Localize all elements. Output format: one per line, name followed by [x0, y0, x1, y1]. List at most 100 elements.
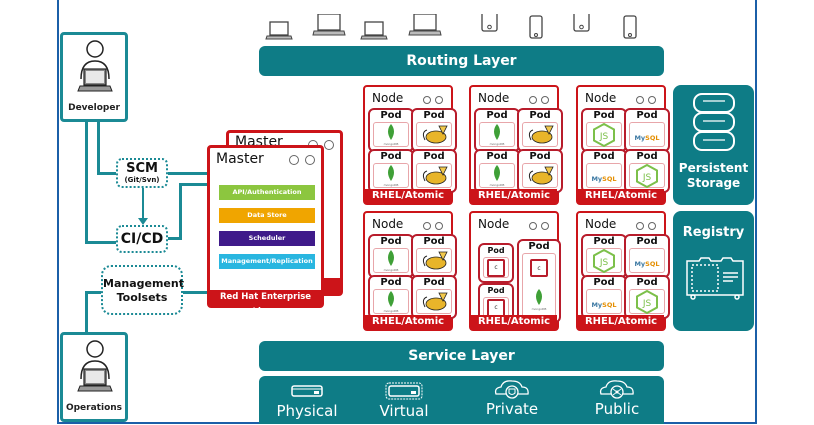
service-api-authentication: API/Authentication: [219, 185, 315, 200]
svg-text:JS: JS: [642, 299, 652, 309]
pod-content: [522, 122, 558, 147]
scm-title: SCM: [126, 161, 158, 176]
connector: [166, 237, 181, 240]
status-dots: [529, 96, 549, 104]
pod-content: mongoDB: [373, 248, 409, 273]
node-os-label: RHEL/Atomic: [365, 189, 451, 203]
mysql-icon: MySQL: [634, 259, 660, 268]
connector: [168, 172, 210, 175]
pod: Pod: [411, 149, 457, 193]
pod-content: JS: [629, 289, 665, 314]
svg-text:JS: JS: [642, 173, 652, 183]
phone-icon: [623, 15, 637, 39]
pod-content: [416, 122, 452, 147]
registry-label: Registry: [682, 225, 745, 240]
connector: [85, 291, 88, 334]
tomcat-icon: [422, 166, 448, 184]
pod-content: MySQL: [586, 289, 622, 314]
phone-icon: [481, 1, 498, 32]
node-os-label: RHEL/Atomic: [365, 315, 451, 329]
node-title: Node: [478, 91, 510, 105]
mysql-icon: MySQL: [591, 300, 617, 309]
pod-label: Pod: [593, 277, 615, 288]
scm-box: SCM (Git/Svn): [116, 158, 168, 188]
pod-label: Pod: [593, 110, 615, 121]
arrow-down-icon: [138, 218, 148, 225]
virtual-server-icon: [385, 382, 423, 400]
infra-private: Private: [472, 376, 552, 418]
pod-label: Pod: [380, 277, 402, 288]
laptop-icon: [265, 21, 293, 40]
master-os-label: Red Hat Enterprise Linux: [210, 290, 321, 317]
pod-label: Pod: [636, 151, 658, 162]
pod: Pod mongoDB: [368, 275, 414, 319]
laptop-icon: [408, 13, 442, 36]
pod-label: Pod: [487, 246, 505, 255]
tomcat-icon: [528, 125, 554, 143]
master-front: Master API/Authentication Data Store Sch…: [207, 145, 324, 317]
persistent-storage-label: Persistent Storage: [673, 161, 754, 191]
pod-content: MySQL: [629, 248, 665, 273]
scm-subtitle: (Git/Svn): [124, 176, 160, 184]
infra-virtual-label: Virtual: [379, 402, 429, 420]
connector: [179, 183, 182, 240]
phone-icon: [529, 15, 543, 39]
node-os-label: RHEL/Atomic: [471, 315, 557, 329]
pod-label: Pod: [423, 110, 445, 121]
connector: [179, 183, 210, 186]
pod-label: Pod: [423, 277, 445, 288]
service-data-store: Data Store: [219, 208, 315, 223]
container-icon: c: [487, 258, 505, 277]
mysql-icon: MySQL: [634, 133, 660, 142]
database-icon: [693, 93, 735, 151]
status-dots: [636, 222, 656, 230]
pod-content: mongoDB: [373, 163, 409, 188]
node-os-label: RHEL/Atomic: [578, 189, 664, 203]
pod-content: [522, 163, 558, 188]
mongodb-icon: mongoDB: [490, 123, 504, 147]
connector: [156, 291, 210, 294]
pod: Pod: [411, 234, 457, 278]
pod-content: JS: [586, 248, 622, 273]
infra-public-label: Public: [594, 400, 640, 418]
nodejs-icon: JS: [636, 289, 658, 314]
mongodb-icon: mongoDB: [384, 290, 398, 314]
status-dots: [636, 96, 656, 104]
operations-label: Operations: [65, 403, 123, 413]
routing-layer: Routing Layer: [259, 46, 664, 76]
status-dots: [423, 96, 443, 104]
client-devices: [262, 1, 662, 44]
svg-text:JS: JS: [599, 132, 609, 142]
management-toolsets-line1: Management: [103, 277, 184, 290]
registry: Registry: [673, 211, 754, 331]
status-dots: [529, 222, 549, 230]
mongodb-icon: mongoDB: [384, 123, 398, 147]
container-icon: c: [487, 298, 505, 317]
master-title: Master: [216, 151, 264, 167]
pod-content: mongoDB: [373, 289, 409, 314]
pod-content: JS: [629, 163, 665, 188]
developer-icon: [77, 40, 113, 92]
pod-content: MySQL: [629, 122, 665, 147]
infra-virtual: Virtual: [364, 376, 444, 420]
connector: [85, 291, 102, 294]
server-icon: [291, 385, 323, 397]
infrastructure-bar: Physical Virtual Private Public: [259, 376, 664, 424]
pod-label: Pod: [636, 277, 658, 288]
nodejs-icon: JS: [636, 163, 658, 188]
container-icon: c: [530, 259, 548, 278]
pod-label: Pod: [636, 236, 658, 247]
mongodb-icon: mongoDB: [384, 164, 398, 188]
